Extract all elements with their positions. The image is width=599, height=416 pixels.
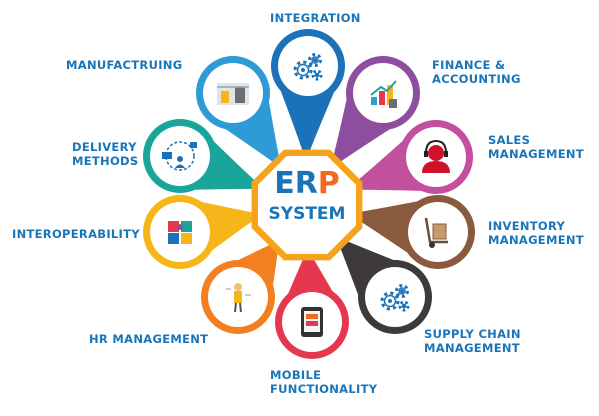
- module-disc: [365, 267, 425, 327]
- center-subtitle: SYSTEM: [269, 204, 346, 224]
- factory-icon: [217, 83, 249, 105]
- label-line: FINANCE &: [432, 58, 506, 72]
- label-line: MANAGEMENT: [488, 147, 584, 161]
- center-title-er: ER: [274, 166, 318, 201]
- label-line: DELIVERY: [72, 140, 137, 154]
- hand-truck-icon: [424, 217, 448, 248]
- gears-icon: [293, 53, 323, 81]
- module-mobile: [275, 248, 349, 359]
- module-inventory: [348, 195, 475, 269]
- module-finance: [330, 56, 420, 169]
- label-line: MANAGEMENT: [424, 341, 520, 355]
- headset-agent-icon: [422, 139, 450, 173]
- module-manufacturing: [196, 56, 282, 168]
- label-integration: INTEGRATION: [270, 11, 361, 25]
- module-hr: [201, 240, 280, 334]
- module-delivery: [143, 119, 264, 193]
- center-title: ERP: [274, 166, 340, 201]
- module-disc: [150, 202, 210, 262]
- label-line: SALES: [488, 133, 531, 147]
- label-hr: HR MANAGEMENT: [89, 332, 208, 346]
- module-petals: [143, 29, 475, 359]
- module-integration: [271, 29, 345, 161]
- erp-center: ERP SYSTEM: [251, 149, 363, 261]
- label-line: ACCOUNTING: [432, 72, 521, 86]
- label-line: SUPPLY CHAIN: [424, 327, 521, 341]
- module-disc: [278, 36, 338, 96]
- chart-calculator-icon: [370, 80, 397, 108]
- label-line: HR MANAGEMENT: [89, 332, 209, 346]
- label-line: MOBILE: [270, 368, 322, 382]
- label-manufacturing: MANUFACTRUING: [66, 58, 182, 72]
- center-title-p: P: [318, 166, 340, 201]
- label-interop: INTEROPERABILITY: [12, 227, 140, 241]
- module-supply: [335, 236, 432, 334]
- hr-figure-icon: [226, 283, 251, 313]
- label-line: MANAGEMENT: [488, 233, 584, 247]
- label-line: INTEROPERABILITY: [12, 227, 140, 241]
- tablet-icon: [301, 307, 323, 337]
- puzzle-icon: [168, 221, 192, 244]
- delivery-network-icon: [162, 141, 197, 171]
- label-line: METHODS: [72, 154, 139, 168]
- label-finance: FINANCE &ACCOUNTING: [432, 58, 521, 86]
- label-line: INTEGRATION: [270, 11, 361, 25]
- module-sales: [346, 120, 473, 194]
- label-line: FUNCTIONALITY: [270, 382, 378, 396]
- supply-gears-icon: [380, 284, 410, 312]
- label-line: INVENTORY: [488, 219, 566, 233]
- label-line: MANUFACTRUING: [66, 58, 183, 72]
- center-octagon-inner: [258, 156, 356, 254]
- module-interop: [143, 195, 262, 269]
